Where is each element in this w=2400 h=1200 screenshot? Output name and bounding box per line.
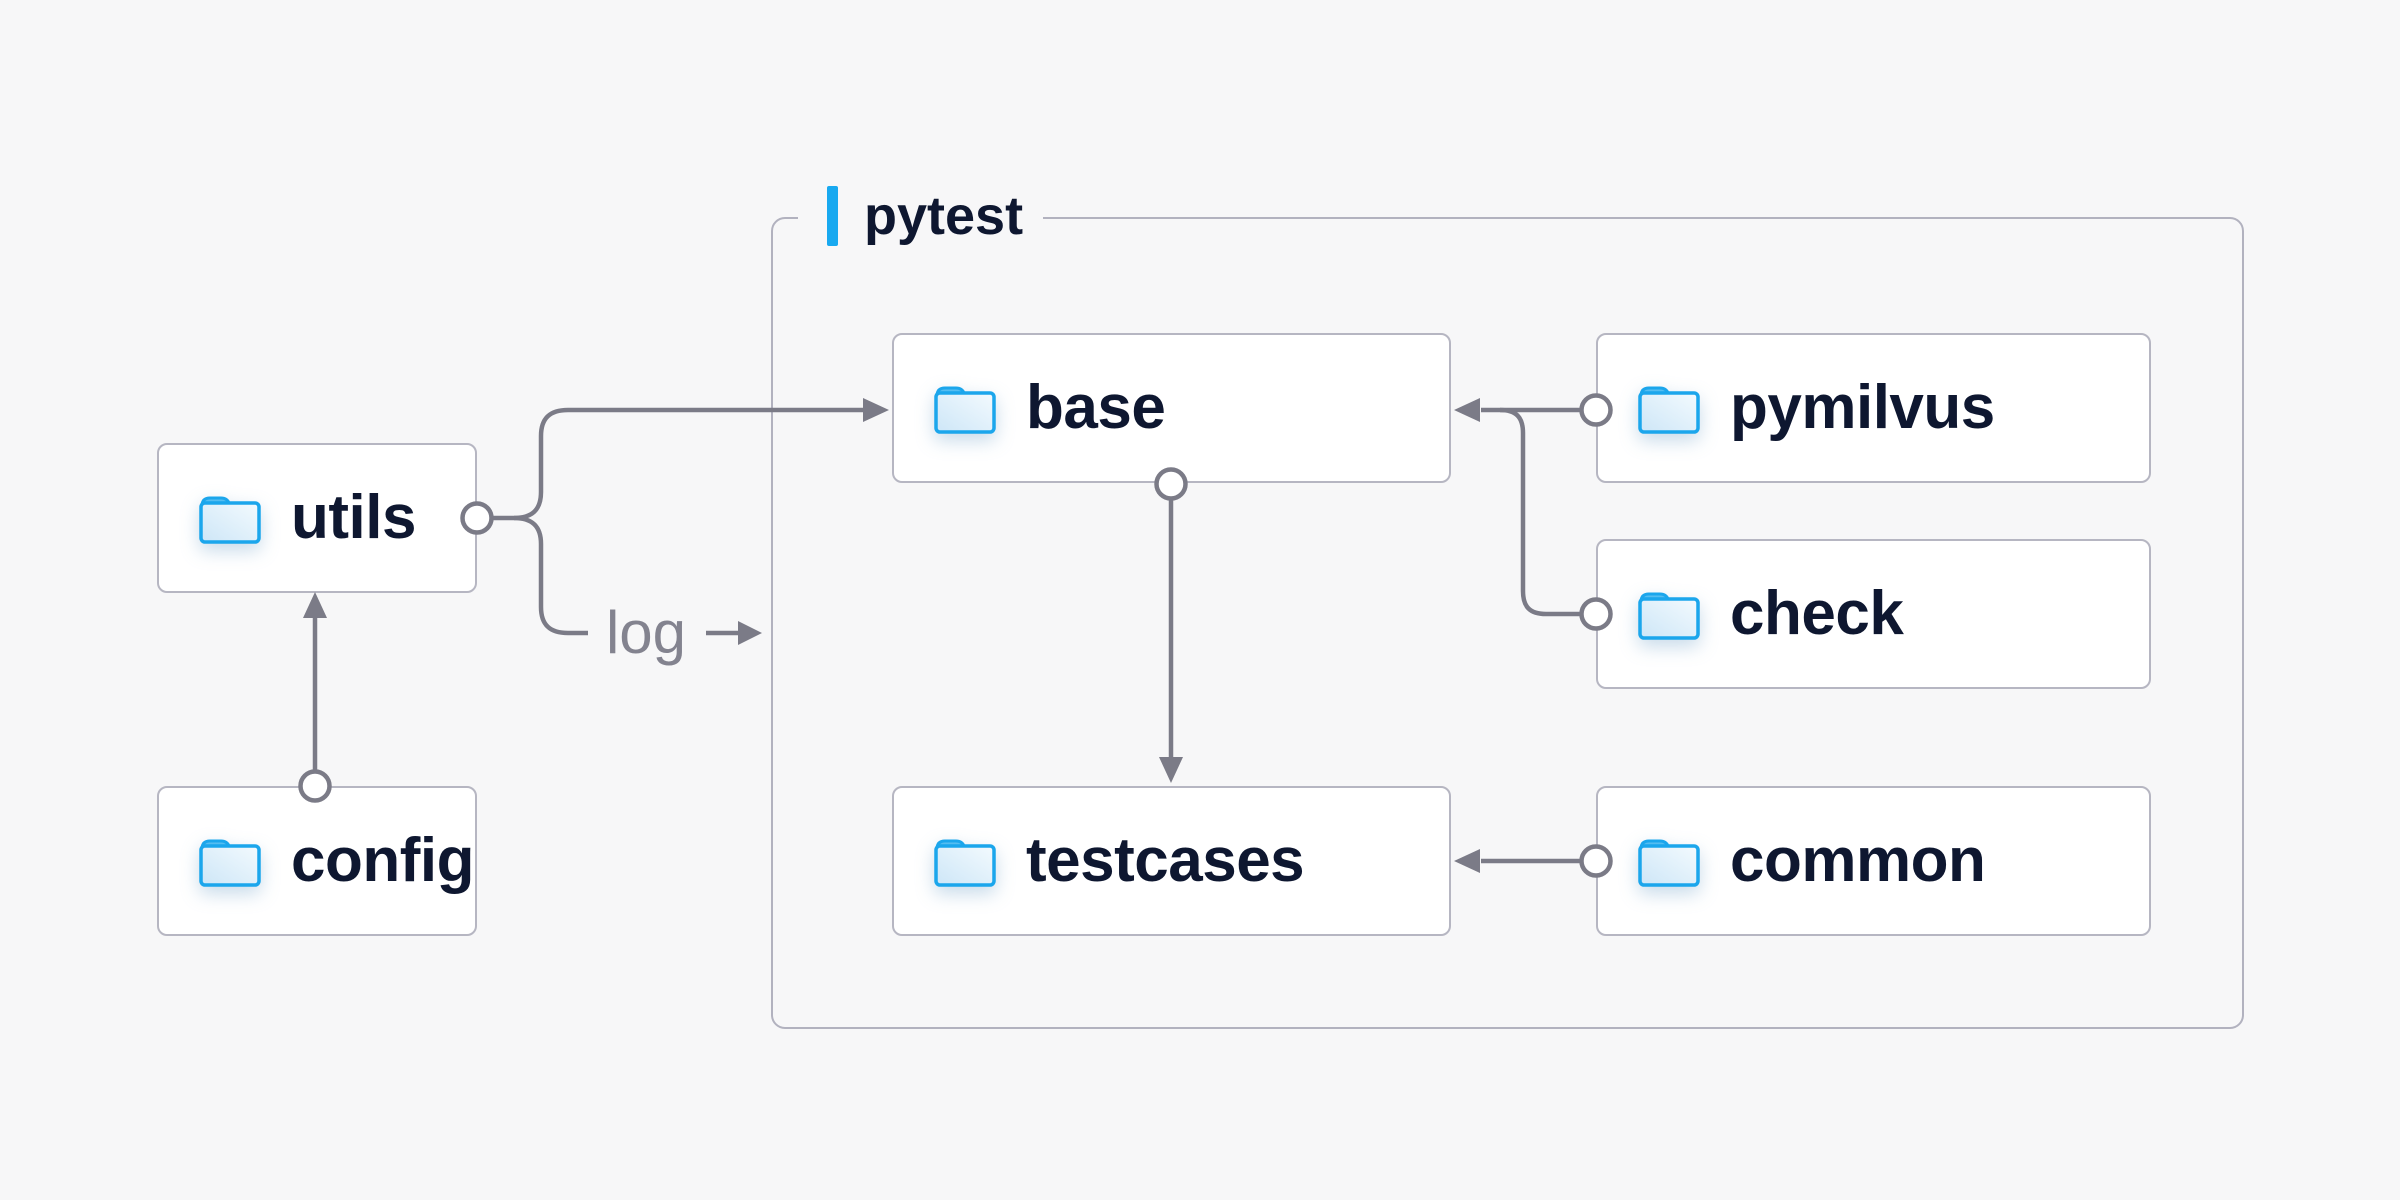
node-label: base	[1026, 373, 1166, 442]
folder-icon	[199, 496, 261, 544]
node-common: common	[1596, 786, 2151, 936]
folder-icon	[199, 839, 261, 887]
pytest-group-title: pytest	[798, 184, 1044, 248]
group-title-label: pytest	[864, 186, 1024, 246]
folder-icon	[934, 386, 996, 434]
node-label: check	[1730, 579, 1904, 648]
node-check: check	[1596, 539, 2151, 689]
node-label: utils	[291, 483, 416, 552]
folder-icon	[1638, 592, 1700, 640]
node-pymilvus: pymilvus	[1596, 333, 2151, 483]
node-label: pymilvus	[1730, 373, 1995, 442]
folder-icon	[934, 839, 996, 887]
node-label: config	[291, 826, 474, 895]
node-utils: utils	[157, 443, 477, 593]
node-label: common	[1730, 826, 1986, 895]
blue-accent-bar-icon	[827, 186, 838, 246]
log-edge-label: log	[605, 599, 687, 666]
node-label: testcases	[1026, 826, 1305, 895]
node-base: base	[892, 333, 1451, 483]
folder-icon	[1638, 386, 1700, 434]
node-config: config	[157, 786, 477, 936]
pytest-group-container	[771, 217, 2244, 1029]
edge-config-to-utils	[298, 592, 332, 803]
node-testcases: testcases	[892, 786, 1451, 936]
folder-icon	[1638, 839, 1700, 887]
log-arrow-icon	[738, 621, 762, 645]
